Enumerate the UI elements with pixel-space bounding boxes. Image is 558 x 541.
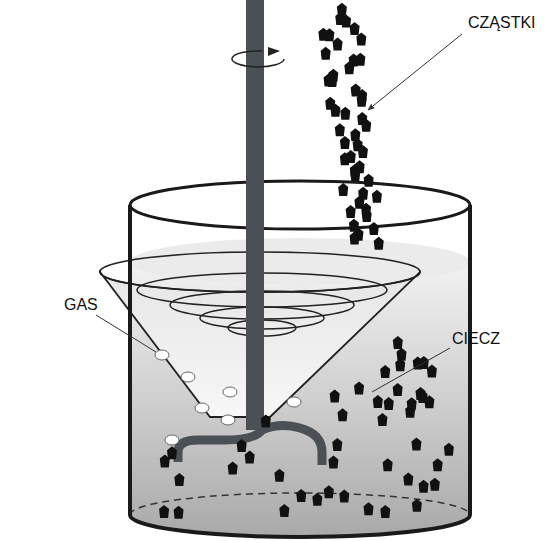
particle bbox=[340, 107, 350, 120]
particle bbox=[350, 22, 360, 35]
particle bbox=[354, 381, 364, 394]
particle bbox=[350, 232, 360, 245]
beaker-wall-right bbox=[468, 205, 472, 515]
particle bbox=[344, 61, 354, 74]
particle bbox=[393, 336, 403, 349]
callout-label: CZĄSTKI bbox=[468, 14, 536, 32]
particle bbox=[424, 395, 434, 408]
particle bbox=[419, 480, 429, 493]
particle bbox=[377, 413, 387, 426]
beaker-bottom bbox=[130, 515, 470, 537]
particle bbox=[433, 458, 443, 471]
particle bbox=[380, 365, 390, 378]
particle bbox=[372, 190, 382, 203]
particle bbox=[174, 506, 184, 519]
particle bbox=[350, 168, 360, 181]
particle bbox=[340, 136, 350, 149]
particle bbox=[427, 365, 437, 378]
particle bbox=[335, 123, 345, 136]
particle bbox=[312, 493, 322, 506]
particle bbox=[364, 502, 374, 515]
particle bbox=[340, 152, 350, 165]
particle bbox=[403, 472, 413, 485]
particle bbox=[356, 33, 366, 46]
rotation-arrow bbox=[232, 51, 284, 67]
particle bbox=[374, 237, 384, 250]
beaker-rim bbox=[130, 181, 470, 229]
particle bbox=[397, 348, 407, 361]
gas-bubbles bbox=[155, 350, 301, 445]
particle bbox=[362, 209, 372, 222]
particle bbox=[324, 28, 334, 41]
rotation-arrow-head bbox=[268, 47, 280, 56]
particle bbox=[338, 408, 348, 421]
particle bbox=[393, 383, 403, 396]
particle bbox=[324, 485, 334, 498]
impeller-tube bbox=[178, 425, 322, 465]
stirrer-shaft bbox=[246, 0, 264, 430]
particle bbox=[279, 504, 289, 517]
particle bbox=[333, 38, 343, 51]
particle bbox=[159, 505, 169, 518]
particle bbox=[380, 505, 390, 518]
particle bbox=[361, 119, 371, 132]
particle bbox=[330, 104, 340, 117]
particle bbox=[245, 450, 255, 463]
particle bbox=[274, 469, 284, 482]
particle bbox=[357, 94, 367, 107]
particle bbox=[412, 499, 422, 512]
leader-line bbox=[368, 34, 462, 110]
particle bbox=[327, 74, 337, 87]
particle bbox=[339, 489, 349, 502]
particle bbox=[373, 395, 383, 408]
particle bbox=[167, 446, 177, 459]
particle bbox=[364, 174, 374, 187]
callout-label: GAS bbox=[64, 296, 98, 314]
particle bbox=[369, 222, 379, 235]
leader-line bbox=[372, 348, 450, 392]
particle bbox=[346, 205, 356, 218]
liquid-surface bbox=[130, 238, 470, 286]
particle bbox=[261, 414, 271, 427]
particle bbox=[411, 438, 421, 451]
particle bbox=[228, 462, 238, 475]
particle bbox=[395, 358, 405, 371]
particle bbox=[384, 397, 394, 410]
beaker-wall-left bbox=[128, 205, 132, 515]
particle bbox=[174, 473, 184, 486]
particles bbox=[159, 3, 454, 519]
callout-label: CIECZ bbox=[452, 330, 500, 348]
particle bbox=[358, 145, 368, 158]
particle bbox=[332, 438, 342, 451]
particle bbox=[330, 389, 340, 402]
particle bbox=[341, 15, 351, 28]
particle bbox=[444, 443, 454, 456]
particle bbox=[237, 439, 247, 452]
particle bbox=[430, 478, 440, 491]
particle bbox=[296, 489, 306, 502]
particle bbox=[321, 47, 331, 60]
particle bbox=[328, 456, 338, 469]
particle bbox=[407, 397, 417, 410]
particle bbox=[383, 458, 393, 471]
leader-line bbox=[96, 315, 156, 352]
particle bbox=[338, 183, 348, 196]
